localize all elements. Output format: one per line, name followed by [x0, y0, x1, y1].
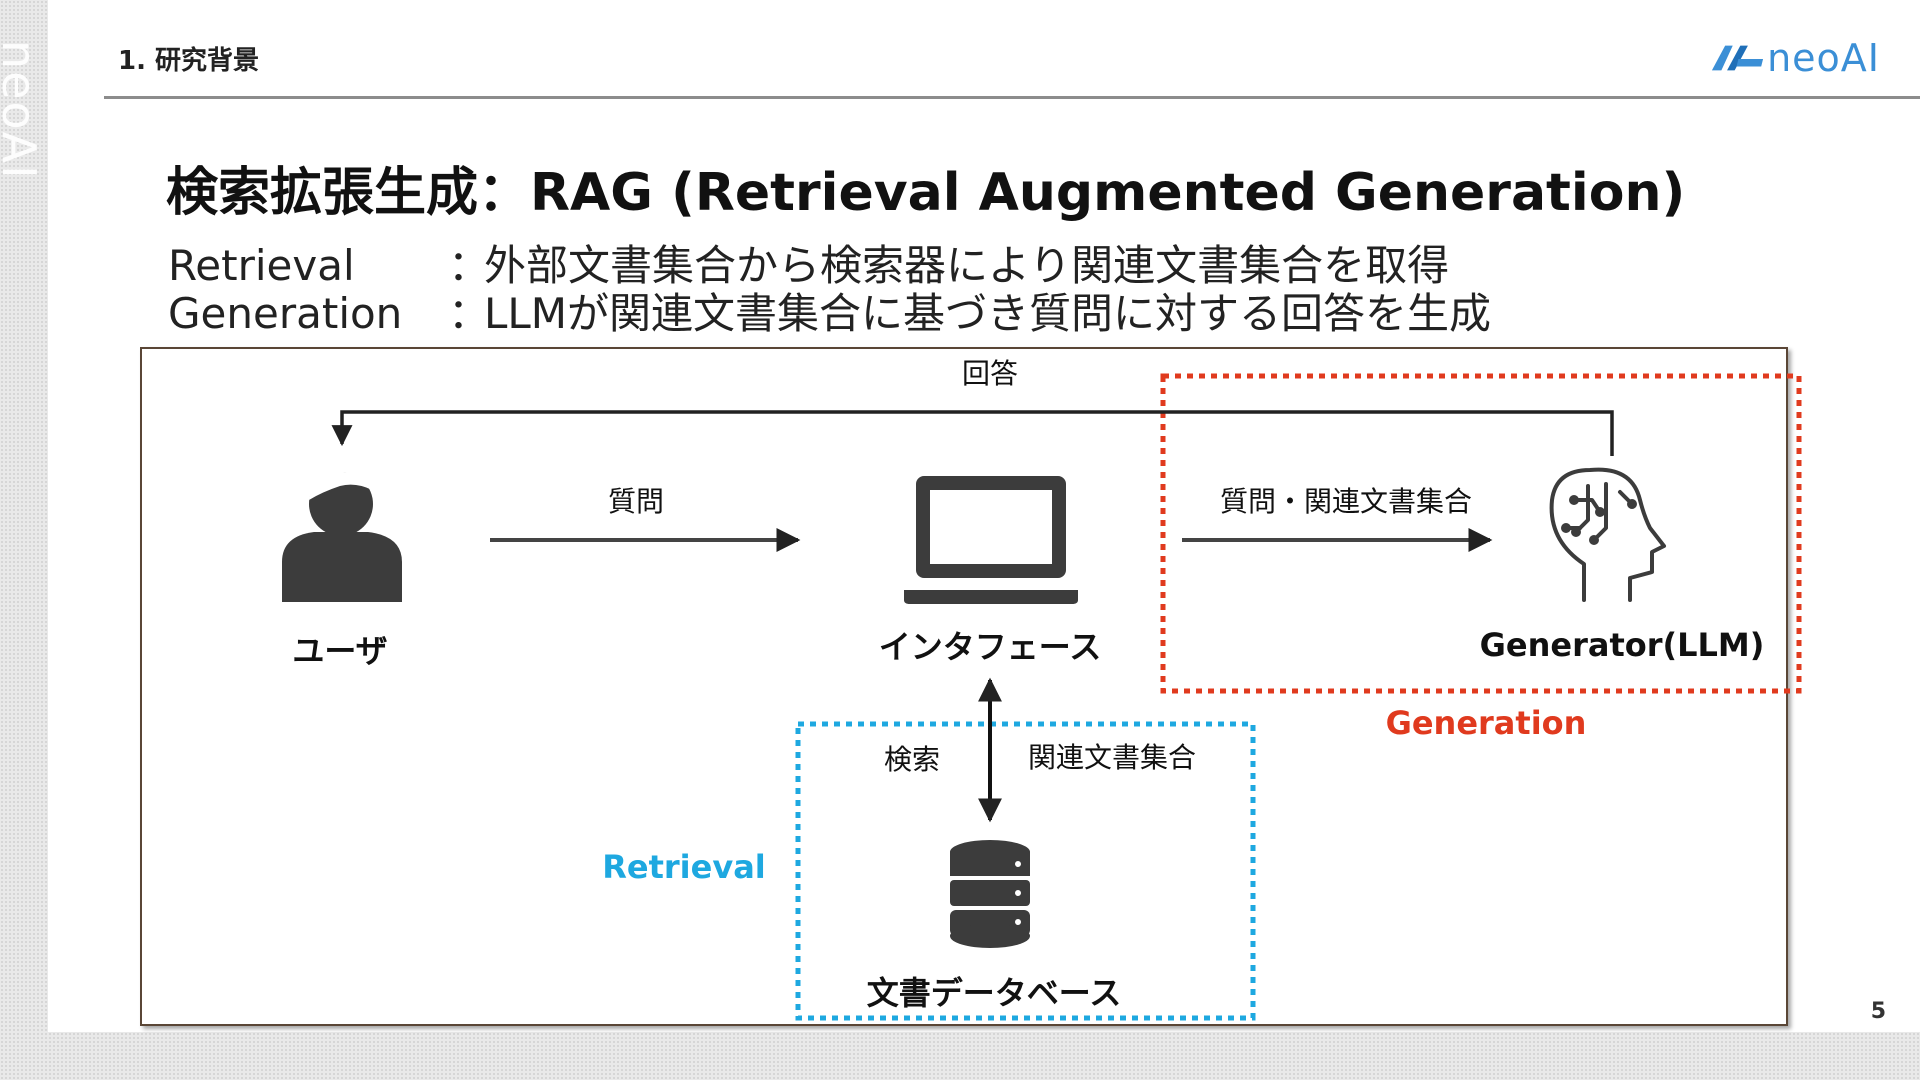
- question-docs-edge-label: 質問・関連文書集合: [1219, 485, 1473, 518]
- answer-arrow: [331, 410, 1614, 456]
- definition-generation: Generation ：LLMが関連文書集合に基づき質問に対する回答を生成: [168, 280, 1491, 341]
- brand-logo: neoAI: [1710, 36, 1880, 80]
- definition-description: LLMが関連文書集合に基づき質問に対する回答を生成: [484, 289, 1492, 338]
- definition-description: 外部文書集合から検索器により関連文書集合を取得: [484, 241, 1450, 290]
- database-icon: [950, 840, 1030, 948]
- generator-node-label: Generator(LLM): [1479, 626, 1765, 664]
- definition-separator: ：: [448, 289, 491, 338]
- retrieval-group-box: [795, 721, 1256, 1021]
- diagram-frame: [140, 347, 1788, 1026]
- interface-node-label: インタフェース: [878, 628, 1102, 666]
- logo-mark-icon: [1711, 45, 1764, 71]
- definition-term: Retrieval: [168, 241, 355, 290]
- definition-separator: ：: [448, 241, 491, 290]
- definition-term: Generation: [168, 289, 403, 338]
- generation-group-box: [1160, 373, 1802, 694]
- database-node-label: 文書データベース: [866, 974, 1122, 1012]
- laptop-icon: [904, 476, 1078, 604]
- person-icon: [282, 471, 402, 602]
- page-number: 5: [1870, 999, 1886, 1024]
- generation-group-label: Generation: [1385, 704, 1587, 742]
- answer-edge-label: 回答: [961, 357, 1019, 390]
- logo-text: neoAI: [1767, 36, 1880, 80]
- section-title: 1. 研究背景: [118, 46, 260, 76]
- question-edge-label: 質問: [607, 485, 665, 518]
- retrieval-group-label: Retrieval: [602, 848, 766, 886]
- side-logo-watermark: neoAI: [0, 40, 46, 181]
- header-divider: [104, 96, 1920, 99]
- search-edge-label: 検索: [883, 743, 941, 776]
- slide-title: 検索拡張生成：RAG (Retrieval Augmented Generati…: [166, 163, 1686, 223]
- definition-retrieval: Retrieval ：外部文書集合から検索器により関連文書集合を取得: [168, 232, 1449, 293]
- related-docs-edge-label: 関連文書集合: [1027, 741, 1197, 774]
- user-node-label: ユーザ: [292, 632, 388, 670]
- ai-brain-head-icon: [1549, 467, 1666, 602]
